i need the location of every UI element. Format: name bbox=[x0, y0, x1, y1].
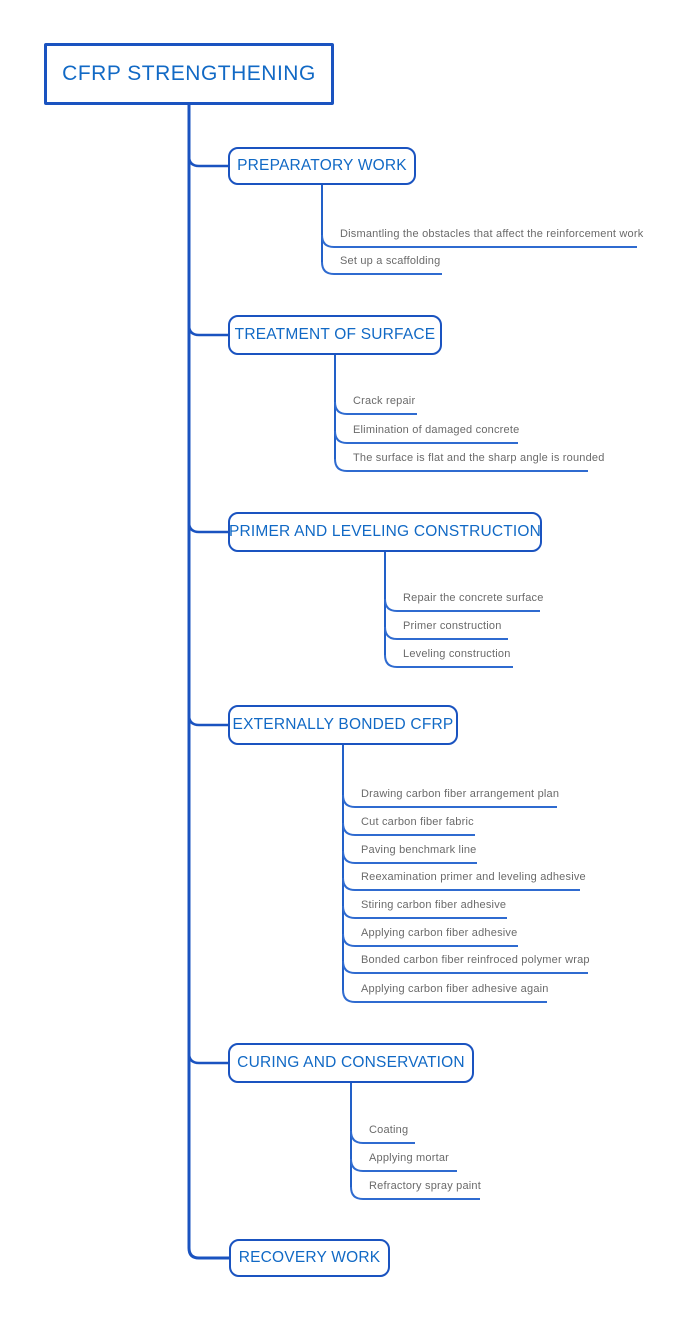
trunk-line bbox=[187, 103, 231, 1260]
branch-label: PREPARATORY WORK bbox=[237, 157, 407, 174]
branch-curing-and-conservation[interactable]: CURING AND CONSERVATION bbox=[228, 1043, 474, 1083]
underline-leaf bbox=[342, 989, 547, 1003]
leaf-refractory-spray-paint[interactable]: Refractory spray paint bbox=[369, 1180, 481, 1192]
branch-label: PRIMER AND LEVELING CONSTRUCTION bbox=[228, 523, 542, 540]
leaf-reexamination-primer-leveling-adhesive[interactable]: Reexamination primer and leveling adhesi… bbox=[361, 871, 586, 883]
leaf-coating[interactable]: Coating bbox=[369, 1124, 409, 1136]
underline-leaf bbox=[334, 401, 417, 415]
branch-label: EXTERNALLY BONDED CFRP bbox=[232, 716, 454, 733]
underline-leaf bbox=[384, 654, 513, 668]
leaf-paving-benchmark-line[interactable]: Paving benchmark line bbox=[361, 844, 477, 856]
leaf-bonded-carbon-fiber-wrap[interactable]: Bonded carbon fiber reinfroced polymer w… bbox=[361, 954, 590, 966]
branch-treatment-of-surface[interactable]: TREATMENT OF SURFACE bbox=[228, 315, 442, 355]
leaf-surface-flat-sharp-angle-rounded[interactable]: The surface is flat and the sharp angle … bbox=[353, 452, 605, 464]
branch-label: CURING AND CONSERVATION bbox=[237, 1054, 465, 1071]
underline-leaf bbox=[321, 234, 637, 248]
leaf-elimination-damaged-concrete[interactable]: Elimination of damaged concrete bbox=[353, 424, 520, 436]
elbow-externally-bonded-cfrp bbox=[187, 714, 228, 727]
branch-label: RECOVERY WORK bbox=[238, 1249, 381, 1266]
underline-leaf bbox=[350, 1158, 457, 1172]
leaf-applying-carbon-fiber-adhesive-again[interactable]: Applying carbon fiber adhesive again bbox=[361, 983, 549, 995]
branch-externally-bonded-cfrp[interactable]: EXTERNALLY BONDED CFRP bbox=[228, 705, 458, 745]
leaf-primer-construction[interactable]: Primer construction bbox=[403, 620, 502, 632]
branch-recovery-work[interactable]: RECOVERY WORK bbox=[229, 1239, 390, 1277]
leaf-drawing-carbon-fiber-arrangement-plan[interactable]: Drawing carbon fiber arrangement plan bbox=[361, 788, 560, 800]
underline-leaf bbox=[342, 960, 588, 974]
elbow-curing-and-conservation bbox=[187, 1052, 228, 1065]
underline-leaf bbox=[342, 822, 475, 836]
leaf-stiring-carbon-fiber-adhesive[interactable]: Stiring carbon fiber adhesive bbox=[361, 899, 507, 911]
underline-leaf bbox=[342, 850, 477, 864]
branch-primer-and-leveling-construction[interactable]: PRIMER AND LEVELING CONSTRUCTION bbox=[228, 512, 542, 552]
branch-label: TREATMENT OF SURFACE bbox=[234, 326, 436, 343]
leaf-set-up-scaffolding[interactable]: Set up a scaffolding bbox=[340, 255, 441, 267]
root-node-cfrp-strengthening[interactable]: CFRP STRENGTHENING bbox=[44, 43, 334, 105]
underline-leaf bbox=[342, 877, 580, 891]
underline-leaf bbox=[334, 458, 588, 472]
leaf-cut-carbon-fiber-fabric[interactable]: Cut carbon fiber fabric bbox=[361, 816, 474, 828]
underline-leaf bbox=[342, 794, 557, 808]
underline-leaf bbox=[334, 430, 518, 444]
underline-leaf bbox=[342, 933, 518, 947]
underline-leaf bbox=[321, 261, 442, 275]
underline-leaf bbox=[384, 598, 540, 612]
leaf-leveling-construction[interactable]: Leveling construction bbox=[403, 648, 511, 660]
leaf-repair-concrete-surface[interactable]: Repair the concrete surface bbox=[403, 592, 544, 604]
elbow-treatment-of-surface bbox=[187, 324, 228, 337]
underline-leaf bbox=[350, 1186, 480, 1200]
branch-preparatory-work[interactable]: PREPARATORY WORK bbox=[228, 147, 416, 185]
root-node-label: CFRP STRENGTHENING bbox=[62, 62, 316, 85]
leaf-applying-carbon-fiber-adhesive[interactable]: Applying carbon fiber adhesive bbox=[361, 927, 518, 939]
underline-leaf bbox=[384, 626, 508, 640]
leaf-dismantling-obstacles[interactable]: Dismantling the obstacles that affect th… bbox=[340, 228, 644, 240]
underline-leaf bbox=[350, 1130, 415, 1144]
leaf-crack-repair[interactable]: Crack repair bbox=[353, 395, 416, 407]
elbow-primer-and-leveling bbox=[187, 521, 228, 534]
underline-leaf bbox=[342, 905, 507, 919]
leaf-applying-mortar[interactable]: Applying mortar bbox=[369, 1152, 450, 1164]
elbow-preparatory-work bbox=[187, 155, 228, 168]
